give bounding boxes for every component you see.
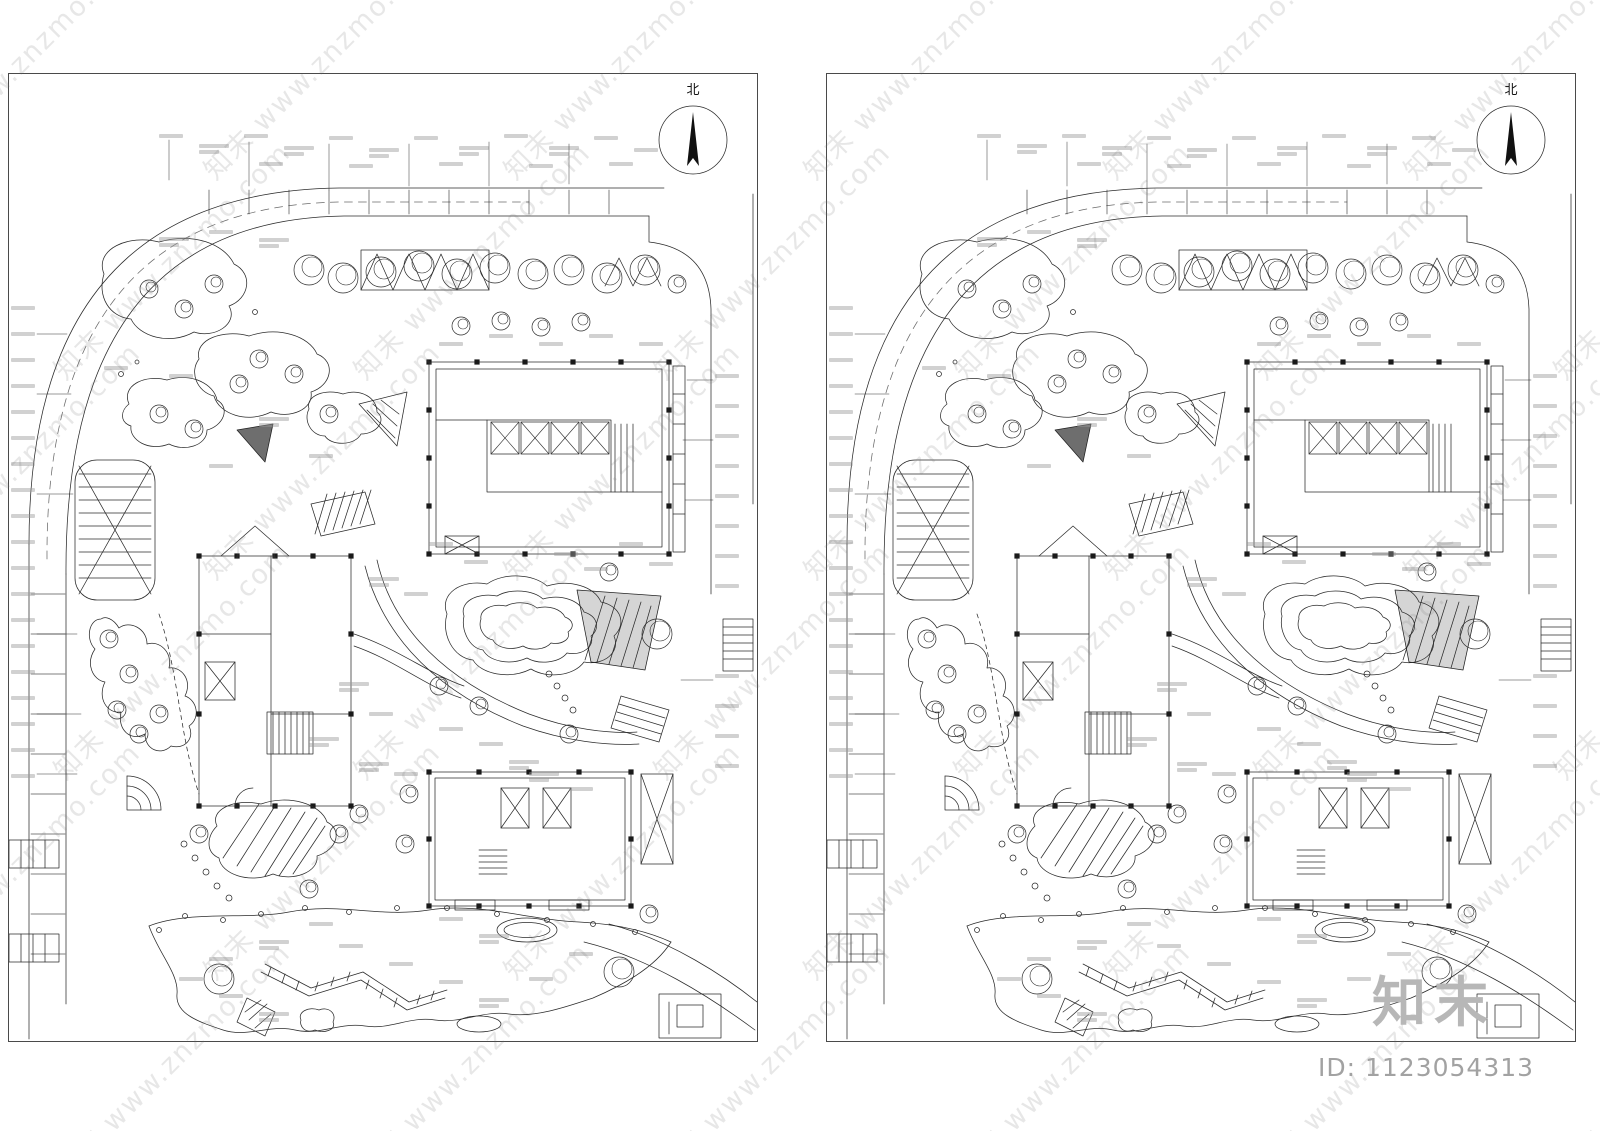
site-plan-sheet-right: 北: [826, 73, 1576, 1042]
compass-needle: [687, 112, 699, 166]
plaza-southwest: [998, 799, 1187, 902]
small-structure: [1476, 993, 1540, 1039]
pier: [1054, 997, 1094, 1037]
planting-left: [88, 613, 200, 811]
pier: [236, 997, 276, 1037]
pergola-strip: [360, 249, 662, 291]
walkways: [353, 559, 640, 745]
building-south: [395, 769, 674, 924]
ramp-east: [1428, 695, 1488, 743]
north-label: 北: [1504, 83, 1517, 98]
building-south: [1213, 769, 1492, 924]
stair: [1432, 423, 1452, 493]
striped-walk: [310, 489, 376, 537]
deck: [1394, 589, 1480, 671]
building-tower-north: [1244, 359, 1504, 557]
paved-entry-wedge: [358, 391, 408, 447]
site-plan-sheet-left: 北: [8, 73, 758, 1042]
tree-row-top: [1111, 250, 1505, 337]
gazebo: [236, 423, 274, 463]
brand-logo: 知末: [1372, 971, 1496, 1034]
boardwalk: [260, 971, 446, 1011]
north-label: 北: [686, 83, 699, 98]
annotation-labels: [829, 134, 1557, 1022]
small-structure: [658, 993, 722, 1039]
plaza-southwest: [180, 799, 369, 902]
pergola-strip: [1178, 249, 1480, 291]
site-plan-drawing: 北: [9, 83, 757, 1040]
oval-pond: [496, 917, 558, 943]
annotation-labels: [11, 134, 739, 1022]
water-feature: [1263, 562, 1491, 714]
deck: [576, 589, 662, 671]
trellis-left: [74, 459, 156, 601]
landscape-upper-left: [101, 238, 382, 463]
lake: [148, 905, 672, 1037]
margin-boxes: [9, 839, 60, 963]
site-plan-drawing: 北: [827, 83, 1575, 1040]
building-tower-north: [426, 359, 686, 557]
margin-boxes: [827, 839, 878, 963]
boardwalk: [1078, 971, 1264, 1011]
north-compass: 北: [1476, 83, 1546, 175]
building-mid-west: [196, 525, 354, 809]
walkways: [1171, 559, 1458, 745]
ramp-east: [610, 695, 670, 743]
planting-left: [906, 613, 1018, 811]
bridge-east: [722, 618, 754, 672]
bridge-east: [1540, 618, 1572, 672]
building-mid-west: [1014, 525, 1172, 809]
gazebo: [1054, 423, 1092, 463]
trellis-left: [892, 459, 974, 601]
landscape-upper-left: [919, 238, 1200, 463]
roads: [846, 187, 1575, 1040]
stair: [1090, 711, 1128, 755]
stair: [614, 423, 634, 493]
tree-row-top: [293, 250, 687, 337]
stair: [272, 711, 310, 755]
compass-needle: [1505, 112, 1517, 166]
striped-walk: [1128, 489, 1194, 537]
stair: [478, 849, 508, 875]
north-compass: 北: [658, 83, 728, 175]
oval-pond: [1314, 917, 1376, 943]
stair: [1296, 849, 1326, 875]
lake: [966, 905, 1490, 1037]
paved-entry-wedge: [1176, 391, 1226, 447]
image-id-label: ID: 1123054313: [1318, 1053, 1535, 1082]
water-feature: [445, 562, 673, 714]
